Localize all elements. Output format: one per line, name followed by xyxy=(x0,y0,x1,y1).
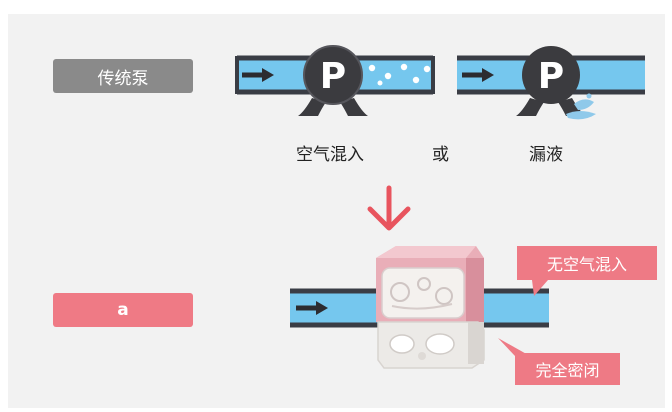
leak-drops xyxy=(566,93,596,120)
pump-icon-air: P xyxy=(298,45,368,116)
new-pump-label: a xyxy=(53,293,193,327)
callout-fully-sealed: 完全密闭 xyxy=(515,353,620,385)
pump-symbol-2: P xyxy=(538,56,564,97)
flow-arrow-bottom xyxy=(296,301,328,315)
caption-air-mixing: 空气混入 xyxy=(296,145,364,165)
callout-no-air-mixing: 无空气混入 xyxy=(517,246,657,280)
sealed-pump-device xyxy=(376,246,485,369)
pump-symbol-1: P xyxy=(320,56,346,97)
flow-arrow-top-right xyxy=(462,68,494,82)
flow-arrow-top-left xyxy=(242,68,274,82)
air-bubbles xyxy=(368,63,431,86)
caption-or: 或 xyxy=(432,145,449,165)
down-arrow xyxy=(367,185,411,231)
traditional-pump-label: 传统泵 xyxy=(53,59,193,93)
callout-pointer-2 xyxy=(498,338,530,356)
caption-leakage: 漏液 xyxy=(529,145,563,165)
callout-pointer-1 xyxy=(532,280,548,296)
